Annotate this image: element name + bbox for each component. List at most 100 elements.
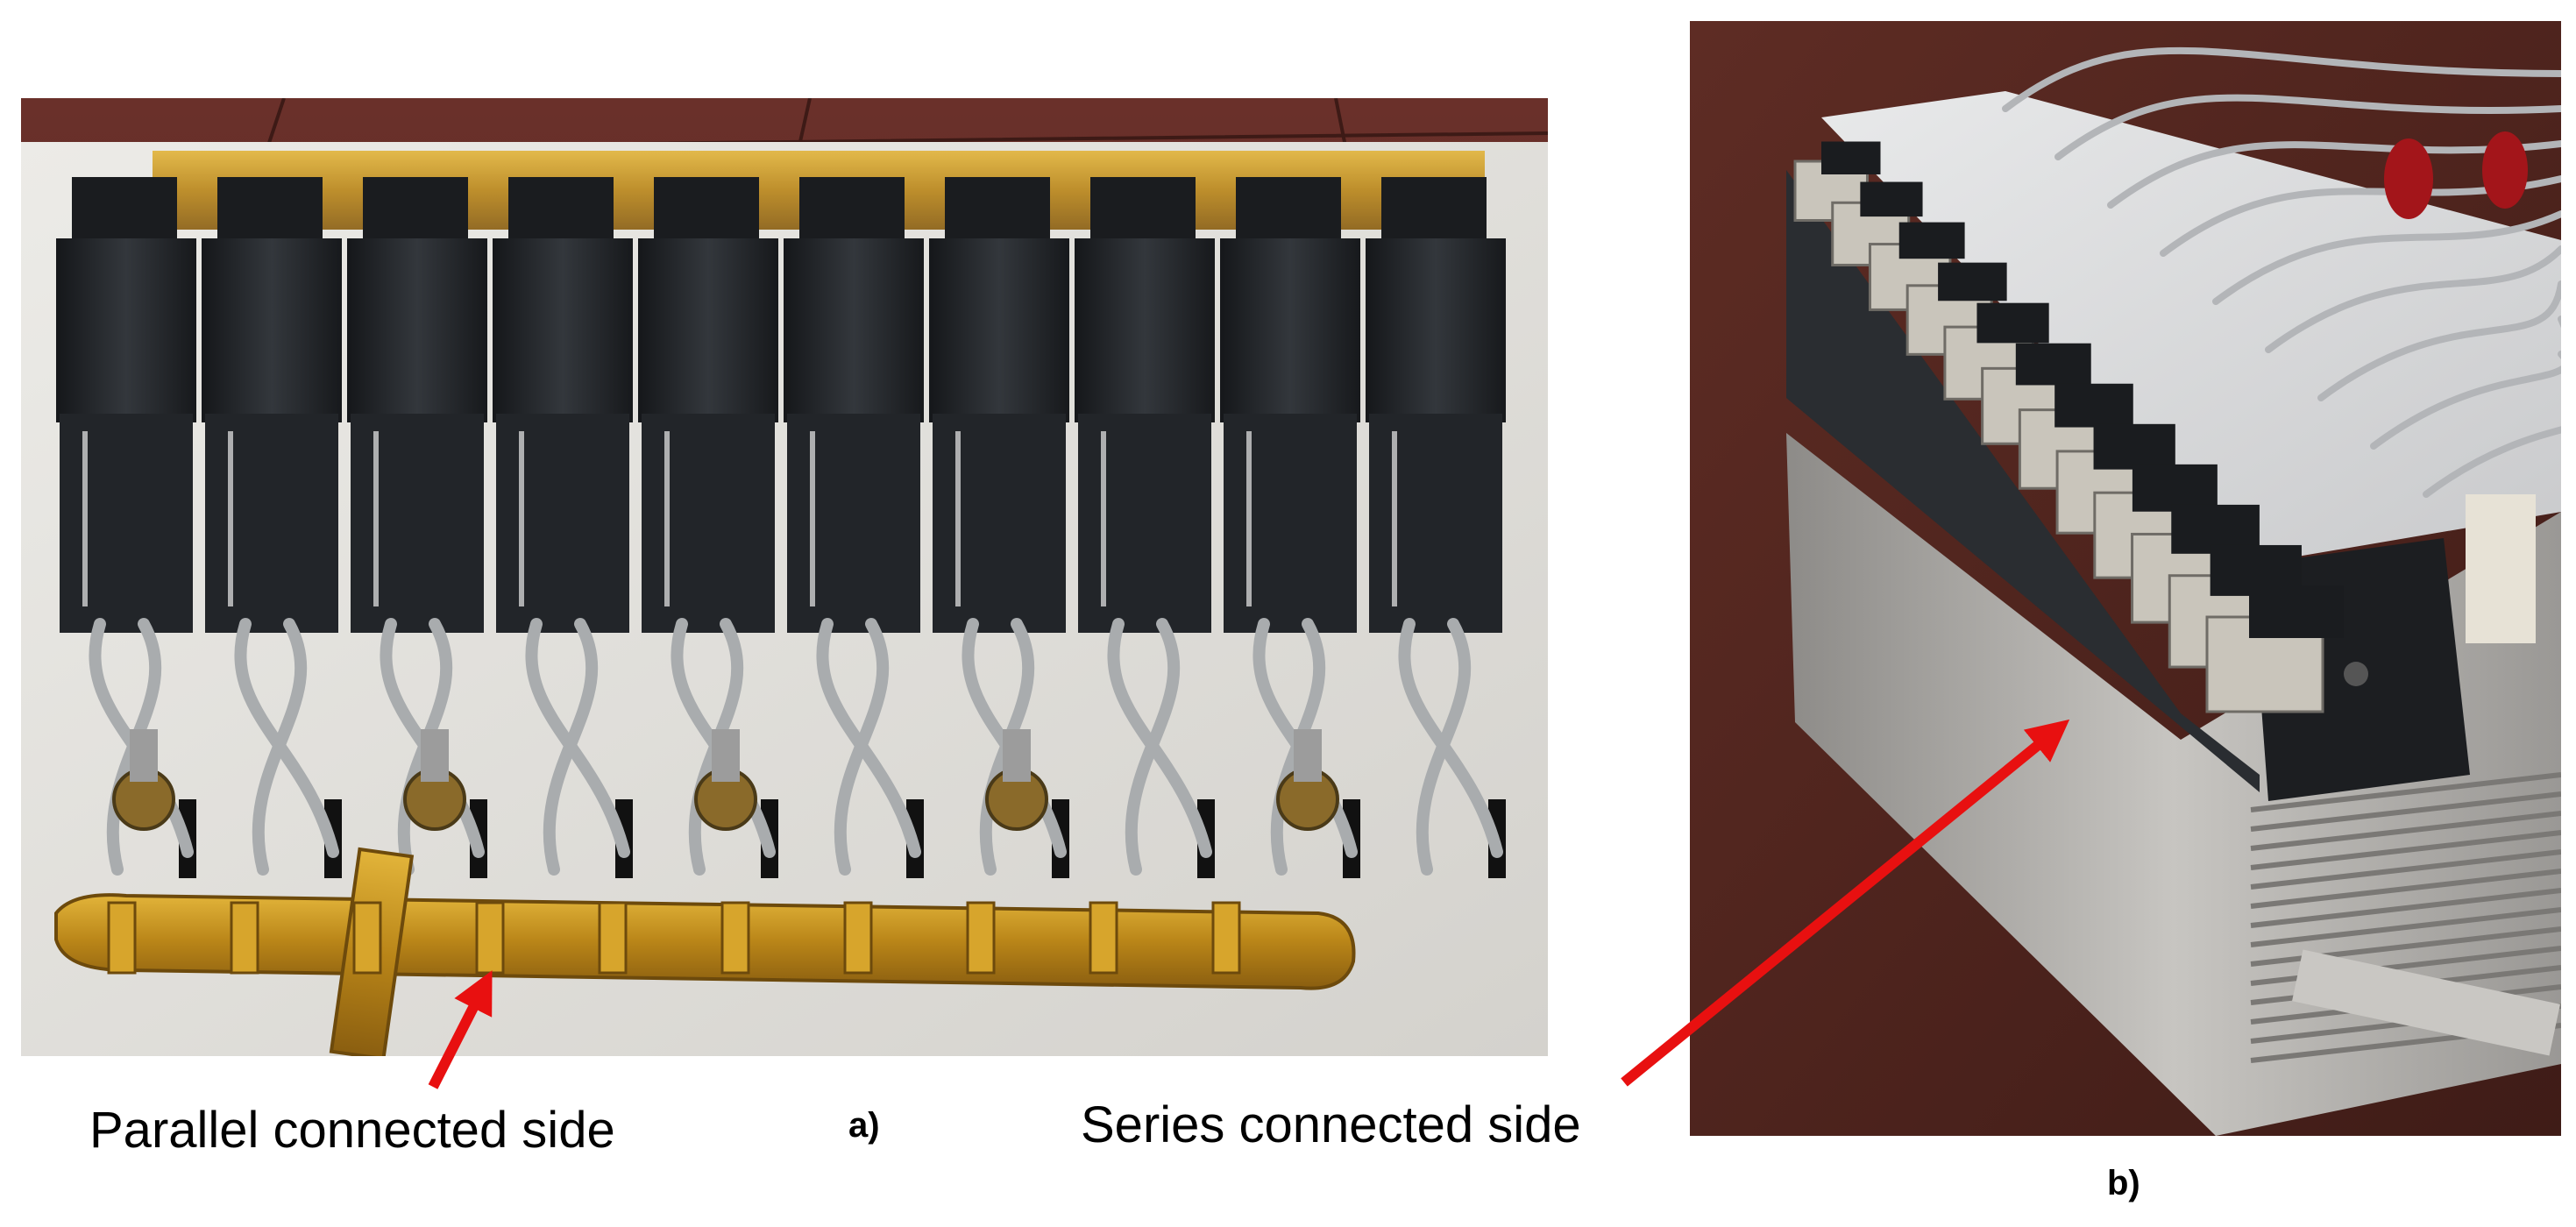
module-top-terminal xyxy=(363,177,468,247)
module-heatsink-block xyxy=(638,238,778,422)
module-top-terminal xyxy=(654,177,759,247)
fin-line xyxy=(2250,791,2561,832)
base-rail xyxy=(2292,949,2560,1056)
module-body xyxy=(205,414,338,633)
module-connector xyxy=(1938,262,2007,301)
module-heatsink-block xyxy=(56,238,196,422)
handwritten-label xyxy=(2466,494,2536,643)
sensor-bolt xyxy=(1003,729,1031,782)
sensor-bolt xyxy=(421,729,449,782)
thermal-paste xyxy=(1392,431,1397,606)
photo-parallel-module-stack xyxy=(21,98,1548,1056)
gate-wire xyxy=(2265,245,2561,353)
module-body xyxy=(642,414,775,633)
thermal-paste xyxy=(373,431,379,606)
gate-wire xyxy=(525,618,630,858)
module-body xyxy=(787,414,920,633)
gate-wire xyxy=(2054,94,2561,160)
module-top-terminal xyxy=(217,177,323,247)
gate-wire xyxy=(234,618,339,858)
fin-line xyxy=(2250,772,2561,812)
module-connector xyxy=(1898,222,1965,259)
thermal-paste xyxy=(1246,431,1252,606)
gate-wire xyxy=(1398,618,1503,858)
fin-line xyxy=(2250,830,2561,870)
panel-label-b: b) xyxy=(2107,1164,2140,1202)
module-heatsink-block xyxy=(347,238,487,422)
thermal-paste xyxy=(228,431,233,606)
module-top-terminal xyxy=(72,177,177,247)
module-top-terminal xyxy=(945,177,1050,247)
gate-wire xyxy=(2002,46,2561,112)
busbar-nut xyxy=(352,901,382,975)
busbar-nut xyxy=(1211,901,1241,975)
panel-label-a: a) xyxy=(848,1106,880,1145)
module-body xyxy=(60,414,193,633)
module-body xyxy=(1369,414,1502,633)
heatsink-body xyxy=(1786,433,2561,1136)
gate-wire xyxy=(380,618,485,858)
module-top-terminal xyxy=(799,177,905,247)
gate-wire xyxy=(2370,316,2561,450)
busbar-nut xyxy=(598,901,628,975)
gate-wire xyxy=(962,618,1067,858)
gate-wire xyxy=(1253,618,1358,858)
module-heatsink-block xyxy=(202,238,342,422)
red-insulator xyxy=(2384,138,2433,219)
gate-wire xyxy=(2212,210,2561,305)
photo-a-illustration xyxy=(21,98,1548,1056)
module-heatsink-block xyxy=(1075,238,1215,422)
module-body xyxy=(933,414,1066,633)
busbar-nut xyxy=(475,901,505,975)
module-top-terminal xyxy=(1090,177,1196,247)
module-heatsink-block xyxy=(493,238,633,422)
gate-wire xyxy=(2423,351,2561,498)
fin-line xyxy=(2250,869,2561,909)
red-insulator xyxy=(2482,131,2528,209)
module-top-terminal xyxy=(1381,177,1487,247)
caption-parallel-side: Parallel connected side xyxy=(89,1102,615,1159)
busbar-nut xyxy=(107,901,137,975)
sensor-bolt xyxy=(130,729,158,782)
gate-wire xyxy=(2317,280,2561,401)
thermal-paste xyxy=(1101,431,1106,606)
fin-line xyxy=(2250,849,2561,890)
module-connector xyxy=(1976,302,2049,344)
gate-wire xyxy=(1107,618,1212,858)
fin-line xyxy=(2250,811,2561,851)
module-connector xyxy=(2249,585,2344,638)
module-connector xyxy=(2054,383,2133,428)
module-connector xyxy=(2093,423,2175,470)
end-plate-bolt xyxy=(2344,662,2368,686)
busbar-nut xyxy=(230,901,259,975)
thermal-paste xyxy=(82,431,88,606)
photo-b-illustration xyxy=(1690,21,2561,1136)
fin-line xyxy=(2250,907,2561,947)
module-heatsink-block xyxy=(1220,238,1360,422)
module-heatsink-block xyxy=(1366,238,1506,422)
gate-wire xyxy=(834,618,890,876)
gate-wire xyxy=(2107,140,2561,209)
module-top-terminal xyxy=(508,177,614,247)
fin-line xyxy=(2250,888,2561,928)
gate-wire xyxy=(252,618,308,876)
module-connector xyxy=(1821,141,1881,174)
busbar-nut xyxy=(1089,901,1118,975)
gate-wire xyxy=(1125,618,1181,876)
photo-series-module-stack xyxy=(1690,21,2561,1136)
module-body xyxy=(1224,414,1357,633)
gate-wire xyxy=(816,618,921,858)
current-sensors xyxy=(112,729,1339,831)
sensor-bolt xyxy=(1294,729,1322,782)
module-row xyxy=(1793,141,2344,713)
sensor-bolt xyxy=(712,729,740,782)
busbar-nut xyxy=(720,901,750,975)
module-top-terminal xyxy=(1236,177,1341,247)
thermal-paste xyxy=(519,431,524,606)
gate-wire xyxy=(543,618,599,876)
thermal-paste xyxy=(664,431,670,606)
thermal-paste xyxy=(810,431,815,606)
module-body xyxy=(496,414,629,633)
module-heatsink-block xyxy=(929,238,1069,422)
gate-wire xyxy=(671,618,776,858)
